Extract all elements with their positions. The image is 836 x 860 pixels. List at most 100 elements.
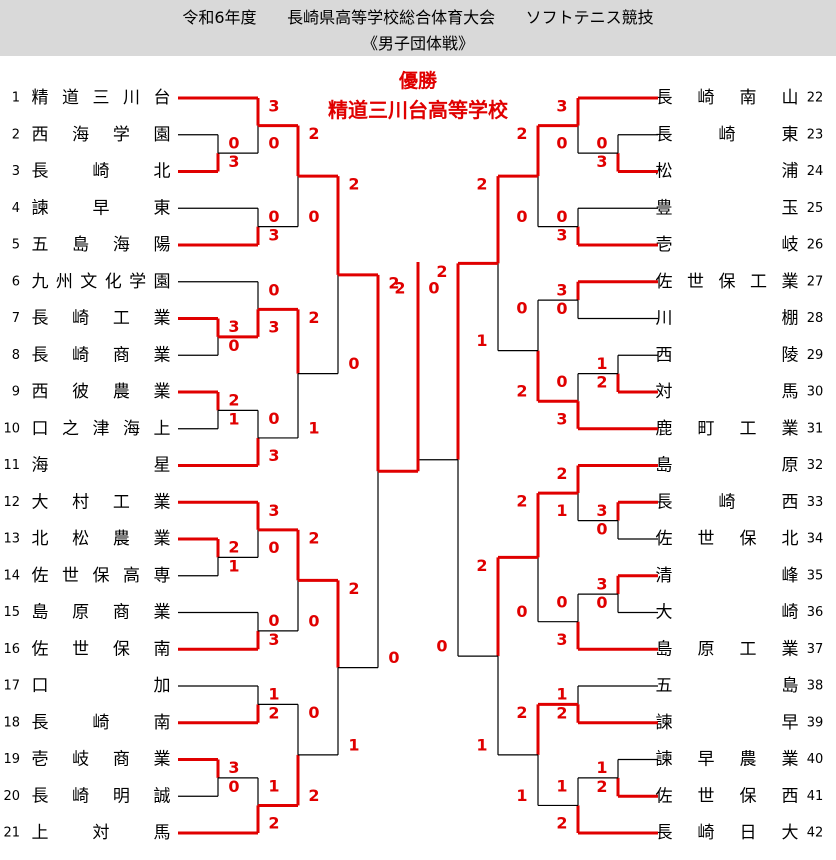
- match-score: 0: [436, 637, 447, 656]
- match-score: 3: [228, 152, 239, 171]
- match-score: 2: [308, 308, 319, 327]
- team-name-char: 島: [32, 603, 49, 623]
- team-name-char: 高: [123, 566, 140, 586]
- team-name-char: 業: [782, 419, 799, 439]
- match-score: 0: [556, 372, 567, 391]
- team-name-char: 精: [32, 88, 49, 108]
- team-name-char: 業: [154, 492, 171, 512]
- team-seed: 4: [12, 201, 20, 216]
- match-score: 3: [268, 630, 279, 649]
- match-score: 3: [556, 280, 567, 299]
- team-name-char: 佐: [656, 272, 673, 292]
- team-name-char: 佐: [32, 566, 49, 586]
- team-name-char: 崎: [782, 603, 799, 623]
- team-seed: 35: [807, 568, 824, 583]
- team-seed: 31: [807, 421, 824, 436]
- team-name-char: 崎: [72, 786, 89, 806]
- team-name-char: 北: [782, 529, 799, 549]
- team-name-char: 長: [656, 125, 673, 145]
- match-score: 2: [388, 273, 399, 292]
- team-name-char: 学: [113, 125, 130, 145]
- match-score: 0: [556, 593, 567, 612]
- team-name-char: 島: [656, 639, 673, 659]
- team-name-char: 鹿: [656, 419, 673, 439]
- team-name-char: 商: [113, 345, 130, 365]
- team-name-char: 松: [72, 529, 89, 549]
- team-name-char: 九: [32, 272, 49, 292]
- team-name-char: 州: [56, 272, 73, 292]
- team-seed: 32: [807, 458, 824, 473]
- match-score: 0: [268, 409, 279, 428]
- team-name-char: 業: [782, 272, 799, 292]
- match-score: 0: [556, 299, 567, 318]
- team-name-char: 世: [698, 786, 715, 806]
- team-seed: 36: [807, 605, 824, 620]
- team-name-char: 清: [656, 566, 673, 586]
- team-name-char: 陵: [782, 345, 799, 365]
- match-score: 0: [268, 538, 279, 557]
- team-name-char: 壱: [32, 750, 49, 770]
- team-name-char: 世: [698, 529, 715, 549]
- team-name-char: 海: [32, 456, 49, 476]
- team-seed: 24: [807, 164, 824, 179]
- team-seed: 15: [3, 605, 20, 620]
- match-score: 0: [596, 520, 607, 539]
- match-score: 1: [596, 758, 607, 777]
- match-score: 0: [268, 280, 279, 299]
- team-name-char: 保: [740, 529, 757, 549]
- match-score: 0: [268, 134, 279, 153]
- match-score: 2: [596, 777, 607, 796]
- match-score: 1: [268, 776, 279, 795]
- match-score: 2: [348, 579, 359, 598]
- match-score: 3: [268, 317, 279, 336]
- team-name-char: 早: [782, 713, 799, 733]
- team-name-char: 業: [154, 529, 171, 549]
- match-score: 0: [388, 648, 399, 667]
- team-name-char: 長: [656, 492, 673, 512]
- team-seed: 12: [3, 495, 20, 510]
- team-name-char: 世: [687, 272, 704, 292]
- team-seed: 18: [3, 715, 20, 730]
- team-name-char: 農: [113, 529, 130, 549]
- team-name-char: 長: [656, 823, 673, 843]
- team-name-char: 学: [129, 272, 146, 292]
- match-score: 2: [268, 703, 279, 722]
- team-name-char: 工: [113, 492, 130, 512]
- team-name-char: 口: [32, 419, 49, 439]
- match-score: 3: [268, 446, 279, 465]
- title-event: 長崎県高等学校総合体育大会: [287, 8, 496, 27]
- match-score: 1: [556, 776, 567, 795]
- team-seed: 6: [12, 274, 20, 289]
- team-name-char: 豊: [656, 198, 673, 218]
- team-seed: 17: [3, 679, 20, 694]
- match-score: 3: [268, 97, 279, 116]
- team-name-char: 諫: [656, 713, 673, 733]
- team-seed: 29: [807, 348, 824, 363]
- team-name-char: 諫: [32, 198, 49, 218]
- team-name-char: 崎: [93, 713, 110, 733]
- team-name-char: 業: [154, 603, 171, 623]
- team-name-char: 世: [72, 639, 89, 659]
- team-name-char: 山: [782, 88, 799, 108]
- team-name-char: 長: [32, 713, 49, 733]
- team-seed: 21: [3, 826, 20, 841]
- team-name-char: 工: [740, 639, 757, 659]
- team-name-char: 馬: [154, 823, 171, 843]
- match-score: 0: [268, 611, 279, 630]
- team-name-char: 崎: [93, 162, 110, 182]
- team-name-char: 馬: [782, 382, 799, 402]
- team-name-char: 佐: [656, 529, 673, 549]
- match-score: 2: [228, 391, 239, 410]
- match-score: 1: [228, 409, 239, 428]
- header-bar: 令和6年度 長崎県高等学校総合体育大会 ソフトテニス競技 《男子団体戦》: [0, 0, 836, 56]
- team-name-char: 五: [32, 235, 49, 255]
- match-score: 1: [516, 786, 527, 805]
- team-name-char: 口: [32, 676, 49, 696]
- final-score-left: 2: [394, 279, 405, 298]
- team-name-char: 大: [782, 823, 799, 843]
- team-name-char: 保: [740, 786, 757, 806]
- team-name-char: 崎: [72, 345, 89, 365]
- team-name-char: 壱: [656, 235, 673, 255]
- team-name-char: 津: [93, 419, 110, 439]
- match-score: 0: [308, 703, 319, 722]
